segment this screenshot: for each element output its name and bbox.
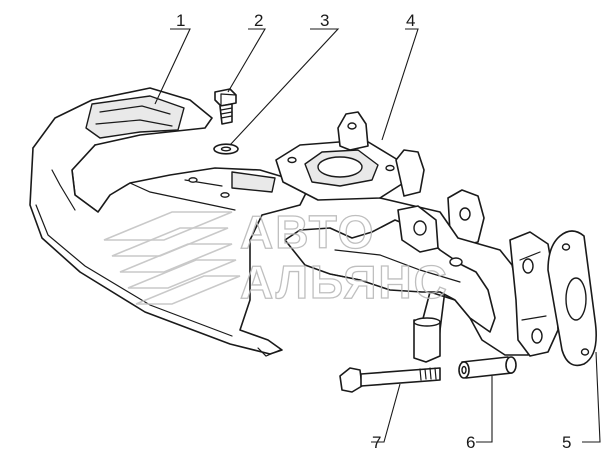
callout-labels: 1 2 3 4 5 6 7 [176, 11, 571, 452]
exhaust-manifold [275, 111, 559, 363]
watermark-logo: АВТО АЛЬЯНС [103, 205, 449, 309]
callout-5: 5 [562, 433, 571, 452]
heat-shield [29, 87, 311, 357]
callout-4: 4 [406, 11, 415, 30]
watermark-line-2: АЛЬЯНС [240, 256, 449, 308]
watermark-line-1: АВТО [240, 206, 375, 258]
spacer-sleeve [458, 356, 517, 379]
callout-7: 7 [372, 433, 381, 452]
watermark-emblem [103, 211, 241, 305]
washer [213, 143, 239, 155]
callout-2: 2 [254, 11, 263, 30]
outlet-gasket [547, 230, 597, 367]
shield-bolt [214, 88, 237, 125]
callout-1: 1 [176, 11, 185, 30]
callout-3: 3 [320, 11, 329, 30]
stud-bolt [339, 367, 441, 393]
leader-lines [154, 28, 601, 443]
callout-6: 6 [466, 433, 475, 452]
